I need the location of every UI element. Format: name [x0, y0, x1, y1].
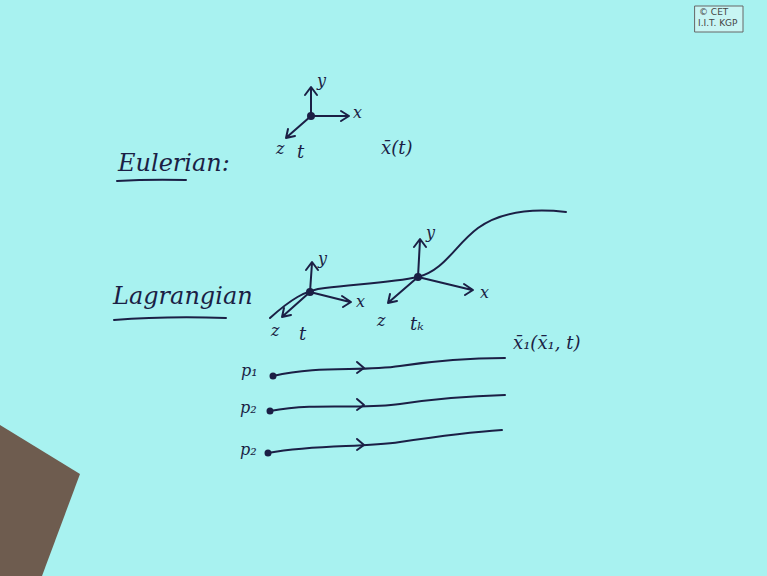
- axes: [388, 239, 473, 303]
- position-label: x̄₁(x̄₁, t): [513, 333, 580, 353]
- heading: Eulerian:: [118, 150, 230, 176]
- heading: Lagrangian: [113, 283, 253, 309]
- particle-label: p₂: [240, 399, 257, 417]
- axis-label: x: [480, 284, 489, 302]
- time-label: t: [299, 324, 306, 344]
- axes: [282, 262, 351, 317]
- logo-text: I.I.T. KGP: [698, 19, 738, 29]
- underline: [114, 317, 226, 320]
- axis-label: z: [276, 140, 284, 158]
- axis-label: z: [271, 322, 279, 340]
- hand-shadow: [0, 425, 80, 576]
- position-label: x̄(t): [381, 138, 412, 158]
- time-label: t: [297, 142, 304, 162]
- time-label: tₖ: [410, 314, 424, 334]
- axis-label: x: [353, 104, 362, 122]
- axis-label: y: [318, 250, 327, 268]
- pathlines: [268, 358, 505, 453]
- particle-dot: [271, 374, 276, 379]
- origin-dot: [415, 274, 421, 280]
- origin-dot: [308, 113, 314, 119]
- origin-dot: [307, 289, 313, 295]
- axes: [286, 87, 349, 138]
- particle-dot: [266, 451, 271, 456]
- axis-label: x: [356, 293, 365, 311]
- particle-dot: [268, 409, 273, 414]
- particle-label: p₂: [240, 441, 257, 459]
- axis-label: z: [377, 312, 385, 330]
- logo-box: [695, 6, 743, 32]
- axis-label: y: [317, 72, 326, 90]
- particle-label: p₁: [241, 362, 258, 380]
- trajectory-curve: [270, 211, 566, 318]
- axis-label: y: [426, 224, 435, 242]
- underline: [117, 180, 186, 181]
- logo-text: © CET: [699, 8, 728, 18]
